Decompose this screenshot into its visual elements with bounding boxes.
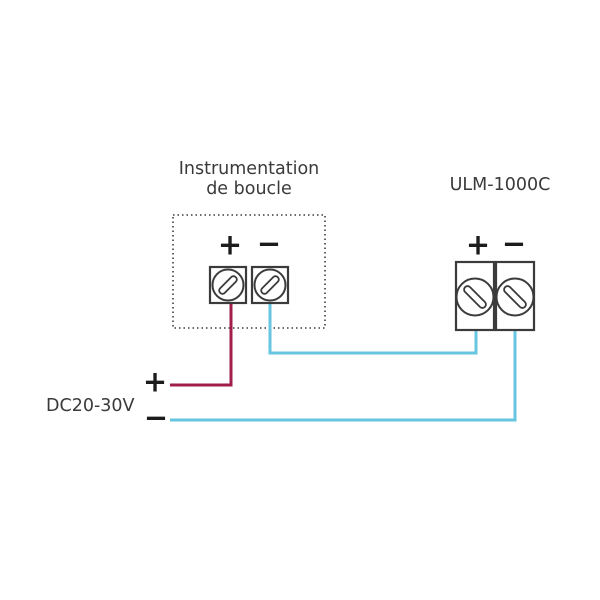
screw-slot-icon [503, 285, 527, 309]
loop-instrument-title: Instrumentation de boucle [161, 159, 337, 199]
power-supply-label: DC20-30V [46, 396, 135, 416]
loop-positive-sign: + [217, 227, 243, 262]
power-positive-sign: + [142, 364, 168, 399]
screw-slot-icon [218, 275, 238, 295]
loop-negative-sign: − [256, 226, 282, 261]
ulm-terminal-negative [494, 260, 536, 332]
loop-terminal-negative [250, 265, 290, 305]
loop-instrument-title-line1: Instrumentation [178, 159, 320, 179]
ulm-title: ULM-1000C [449, 175, 551, 195]
ulm-negative-sign: − [501, 226, 527, 261]
loop-instrument-title-line2: de boucle [206, 179, 292, 199]
ulm-positive-sign: + [465, 227, 491, 262]
ulm-terminal-positive [454, 260, 496, 332]
screw-slot-icon [260, 275, 280, 295]
screw-slot-icon [463, 285, 487, 309]
loop-instrument-dashed-outline [172, 214, 326, 329]
ulm-negative-to-supply-wire [170, 327, 517, 422]
loop-negative-to-ulm-positive-wire [268, 300, 478, 355]
power-negative-sign: − [143, 400, 169, 435]
supply-positive-wire [170, 300, 233, 387]
loop-terminal-positive [208, 265, 248, 305]
